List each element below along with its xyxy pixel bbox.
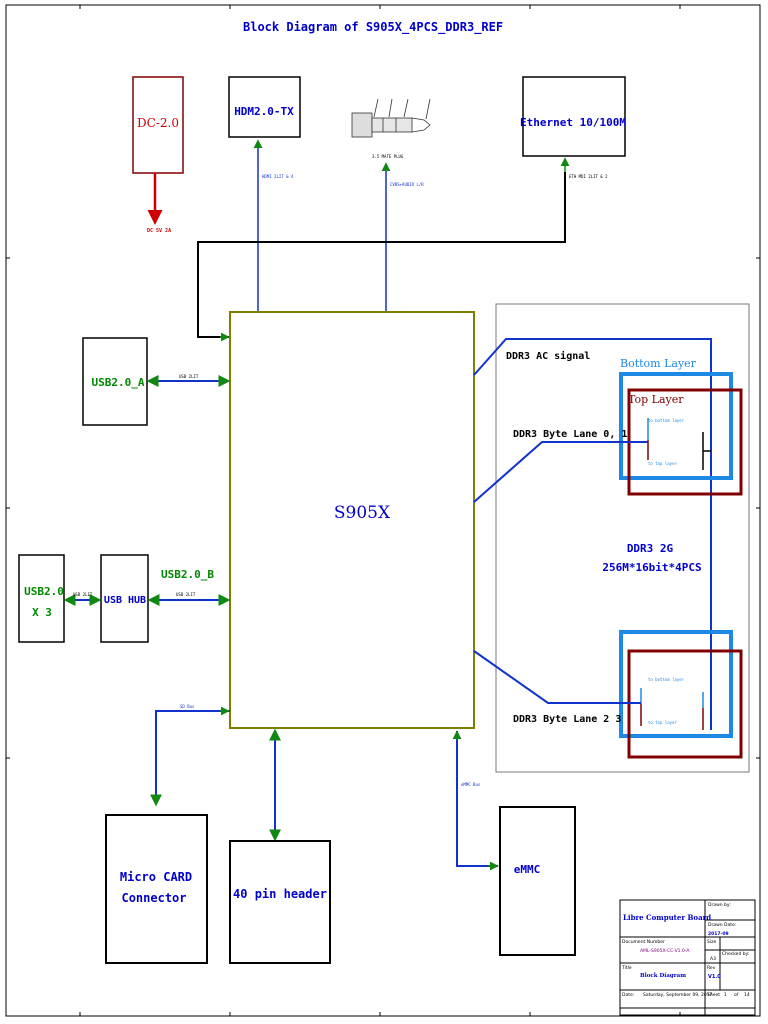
tb-rev-value: V1.0 (708, 974, 721, 980)
tb-drawn-date: Drawn Date: (708, 922, 736, 928)
tb-of: of (734, 992, 739, 998)
tb-company: Libre Computer Board (623, 913, 711, 922)
ddr-top-layer-label: Top Layer (628, 393, 684, 406)
emmc-bus-label: eMMC Bus (461, 782, 481, 787)
tb-sheet: Sheet (707, 992, 720, 998)
sd-bus-line (150, 710, 230, 807)
hdmi-bus-label: HDMI 2LIT & 4 (262, 174, 294, 179)
usb-x3-block (18, 554, 65, 643)
usb-x3-hub-bus-label: USB 2LIT (73, 592, 93, 597)
ddr-byte-lane-01-line (473, 441, 648, 503)
tb-date: Date: (622, 992, 634, 998)
sheet-border (5, 4, 761, 1017)
ddr-size-line1: DDR3 2G (627, 542, 674, 555)
tb-document-value: AML-S905X-CC-V1.0-A (640, 948, 690, 954)
soc-block (229, 311, 475, 729)
tb-rev: Rev (707, 965, 716, 971)
audio-bus-label: CVBS+AUDIO L/R (390, 182, 424, 187)
ddr-region (495, 303, 750, 773)
dc-block (132, 76, 184, 174)
emmc-label: eMMC (514, 863, 541, 876)
ddr-bottom-layer-upper (619, 372, 733, 480)
tb-drawn-by: Drawn by: (708, 902, 731, 908)
hdmi-label: HDM2.0-TX (234, 105, 294, 118)
tb-checked-by: Checked by: (722, 951, 749, 957)
audio-plug-icon (351, 98, 431, 138)
tb-date-value: Saturday, September 09, 2017 (643, 992, 713, 998)
tb-document-number: Document Number (622, 939, 665, 945)
pin-header-block (229, 840, 331, 964)
usb-x3-label-line2: X 3 (32, 606, 52, 619)
micro-card-label-line2: Connector (121, 891, 186, 905)
ddr-upper-to-bottom: to bottom layer (648, 418, 685, 423)
ddr-byte-lane-23-label: DDR3 Byte Lane 2 3 (513, 714, 621, 725)
ddr-lower-to-bottom: to bottom layer (648, 677, 685, 682)
ddr-ac-signal-line (473, 338, 712, 730)
ethernet-block (522, 76, 626, 157)
hdmi-block (228, 76, 301, 138)
ddr-ac-signal-label: DDR3 AC signal (506, 350, 590, 362)
tb-title-label: Title (621, 965, 632, 971)
micro-card-block (105, 814, 208, 964)
ddr-lower-to-top: to top layer (648, 720, 677, 725)
emmc-block (499, 806, 576, 956)
title-block (619, 899, 756, 1016)
ddr-upper-to-top: to top layer (648, 461, 677, 466)
dc-power-label: DC 5V 2A (147, 228, 171, 234)
ddr-top-layer-lower (627, 649, 743, 759)
ddr-bottom-layer-label: Bottom Layer (620, 357, 697, 370)
audio-plug-label: 3.5 MATE PLUG (372, 154, 404, 159)
usb-a-bus-label: USB 2LIT (179, 374, 199, 379)
ddr-byte-lane-23-line (473, 650, 641, 704)
pin-header-label: 40 pin header (233, 887, 327, 901)
emmc-bus-line (456, 731, 498, 867)
dc-label: DC-2.0 (137, 116, 179, 130)
soc-label: S905X (334, 503, 391, 523)
tb-sheet-total: 14 (744, 992, 750, 998)
tb-title-value: Block Diagram (640, 973, 686, 979)
diagram-title: Block Diagram of S905X_4PCS_DDR3_REF (243, 20, 503, 35)
ethernet-bus-label: ETH MDI 2LIT & 2 (569, 174, 608, 179)
tb-drawn-date-value: 2017-09 (708, 931, 729, 937)
usb-b-label: USB2.0_B (161, 568, 214, 581)
usb-a-label: USB2.0_A (92, 376, 145, 389)
ethernet-bus-line (197, 172, 566, 338)
ddr-bottom-layer-lower (619, 630, 733, 738)
micro-card-label-line1: Micro CARD (120, 870, 192, 884)
usb-x3-label-line1: USB2.0 (24, 585, 64, 598)
usb-hub-label: USB HUB (104, 595, 146, 606)
ethernet-label: Ethernet 10/100M (520, 116, 626, 129)
ddr-byte-lane-01-label: DDR3 Byte Lane 0, 1 (513, 429, 627, 440)
usb-hub-soc-bus-label: USB 2LIT (176, 592, 196, 597)
tb-size-value: A3 (710, 956, 716, 962)
sd-bus-label: SD Bus (180, 704, 195, 709)
tb-sheet-number: 1 (724, 992, 727, 998)
tb-size: Size (707, 939, 716, 945)
ddr-size-line2: 256M*16bit*4PCS (602, 561, 701, 574)
